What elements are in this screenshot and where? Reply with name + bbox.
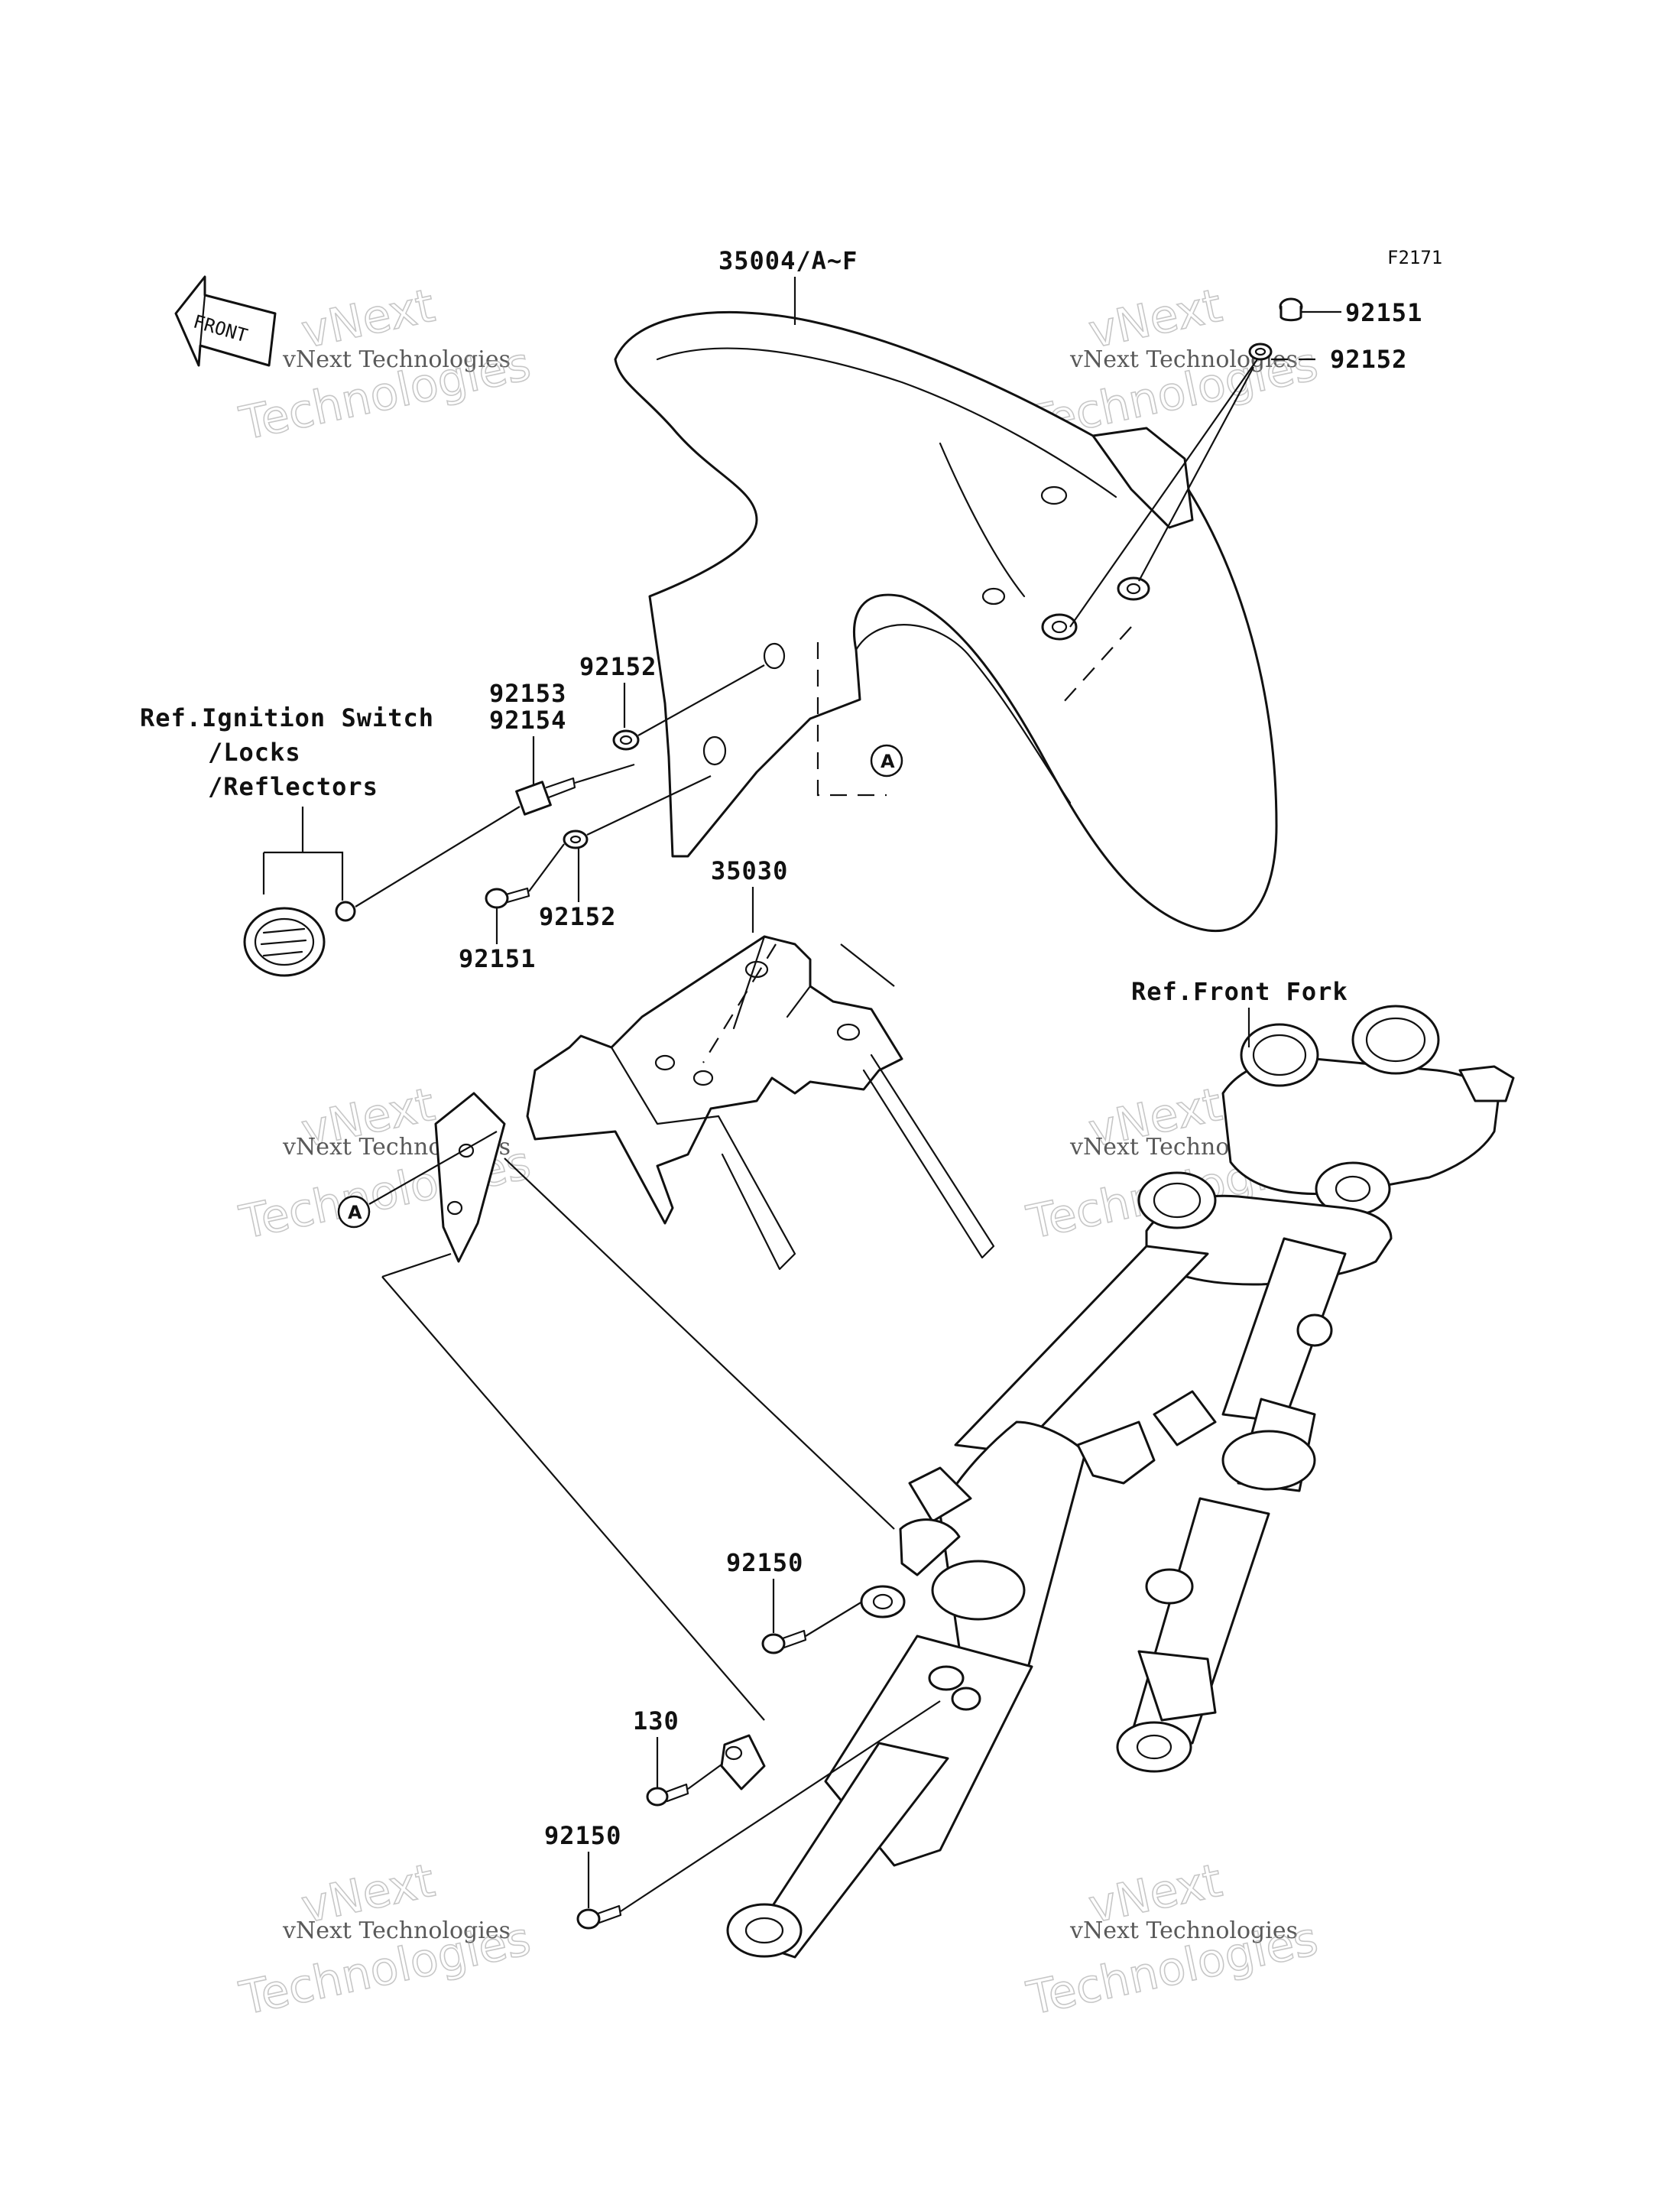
bolt-92150-upper xyxy=(761,1629,807,1654)
fork-mount-bracket xyxy=(860,1518,961,1618)
watermark-bottom-right: vNext vNext Technologies Technologies xyxy=(1022,1853,1323,2027)
callout-washer-top: 92152 xyxy=(1330,345,1407,374)
callout-fender: 35004/A~F xyxy=(718,246,858,275)
callout-bolt-top: 92151 xyxy=(1345,298,1422,327)
callout-collar-b: 92154 xyxy=(489,706,566,735)
watermark-top-left: vNext vNext Technologies Technologies xyxy=(235,278,536,452)
callout-bolt-mid: 92151 xyxy=(459,944,536,973)
collar-92153-92154 xyxy=(515,777,576,816)
callout-bolt-fork-upper: 92150 xyxy=(726,1548,803,1577)
ref-ignition-line3: /Reflectors xyxy=(208,772,378,801)
bolt-130 xyxy=(646,1734,766,1807)
callout-bolt-130: 130 xyxy=(633,1706,679,1735)
washer-92152-top xyxy=(1248,343,1273,361)
svg-text:A: A xyxy=(881,751,895,772)
inner-fender xyxy=(434,935,995,1271)
svg-text:vNext Technologies: vNext Technologies xyxy=(1069,1917,1298,1944)
front-fender xyxy=(614,311,1278,933)
ref-ignition-line1: Ref.Ignition Switch xyxy=(140,703,434,732)
connector-a-lower: A xyxy=(337,1195,371,1229)
washer-92152-mid-lower xyxy=(563,830,589,849)
callout-inner-fender: 35030 xyxy=(711,856,788,885)
watermark-top-right: vNext vNext Technologies Technologies xyxy=(1022,278,1323,452)
front-fork xyxy=(726,1005,1515,1959)
figure-code: F2171 xyxy=(1387,247,1442,268)
ref-front-fork: Ref.Front Fork xyxy=(1131,977,1348,1006)
svg-text:vNext Technologies: vNext Technologies xyxy=(282,346,511,373)
svg-text:A: A xyxy=(348,1202,362,1223)
callout-collar-a: 92153 xyxy=(489,679,566,708)
bolt-92151-top xyxy=(1279,297,1303,322)
bolt-92150-lower xyxy=(576,1904,622,1930)
callout-washer-mid-lower: 92152 xyxy=(539,902,616,931)
ref-ignition-line2: /Locks xyxy=(208,738,301,767)
reflector xyxy=(243,901,356,977)
connector-a-upper: A xyxy=(870,744,903,778)
bolt-92151-mid xyxy=(485,887,530,909)
washer-92152-mid-upper xyxy=(612,729,640,751)
front-arrow-icon: FRONT xyxy=(174,275,277,367)
callout-bolt-fork-lower: 92150 xyxy=(544,1821,621,1850)
callout-washer-mid-upper: 92152 xyxy=(579,652,657,681)
svg-text:vNext Technologies: vNext Technologies xyxy=(282,1917,511,1944)
watermark-bottom-left: vNext vNext Technologies Technologies xyxy=(235,1853,536,2027)
